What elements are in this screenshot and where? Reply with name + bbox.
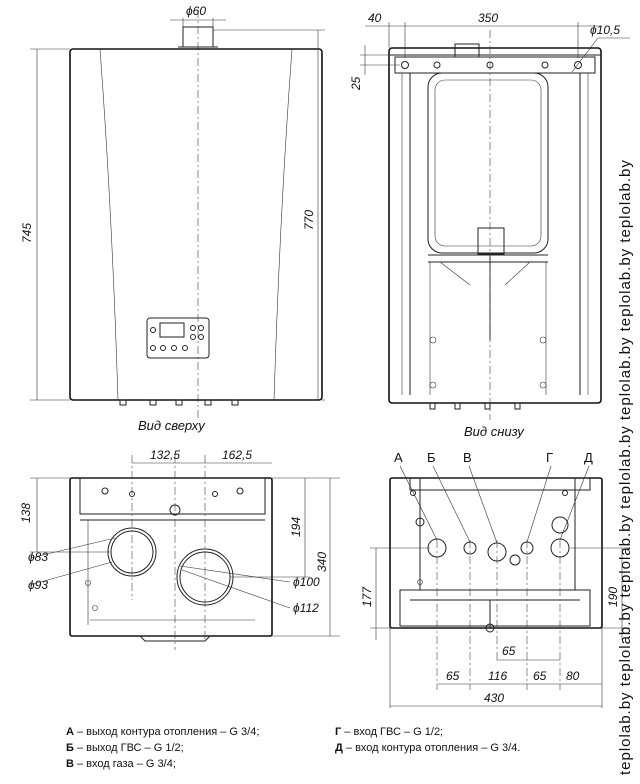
- boiler-body: [69, 48, 323, 401]
- dim-bot-190: 190: [606, 587, 620, 607]
- dim-top-162-5: 162,5: [222, 448, 252, 462]
- dim-bot-430: 430: [484, 691, 504, 705]
- bottom-view-outline: [389, 477, 603, 629]
- control-panel: [146, 317, 210, 359]
- legend-item-v: В – вход газа – G 3/4;: [66, 758, 176, 770]
- dim-bot-80: 80: [566, 669, 580, 683]
- dim-rear-hole: ϕ10,5: [590, 23, 620, 37]
- dim-flue-diameter: ϕ60: [186, 4, 206, 18]
- dim-top-194: 194: [289, 517, 303, 537]
- top-view-plan: 132,5 162,5 138 ϕ83 ϕ93 194 340 ϕ100 ϕ11…: [19, 448, 340, 650]
- rear-frame: [388, 47, 602, 404]
- front-view: ϕ60 745 770 Вид сверху: [20, 4, 325, 433]
- rear-view: 40 350 ϕ10,5 25 Вид снизу: [349, 11, 630, 439]
- legend-item-a: А – выход контура отопления – G 3/4;: [66, 726, 260, 738]
- dim-bot-65-right: 65: [533, 669, 547, 683]
- conn-label-b: Б: [427, 450, 436, 465]
- facade-curve-left: [99, 48, 119, 401]
- legend-item-d: Д – вход контура отопления – G 3/4.: [335, 742, 521, 754]
- caption-bottom-view: Вид снизу: [464, 424, 525, 439]
- dim-top-d83: ϕ83: [28, 550, 48, 564]
- dim-top-d112: ϕ112: [293, 601, 319, 615]
- sensor-block: [477, 227, 505, 255]
- rear-flue-stub: [454, 43, 480, 58]
- legend-right: Г – вход ГВС – G 1/2; Д – вход контура о…: [335, 724, 520, 756]
- bottom-view-plan: А Б В Г Д 177 190 65 65 116 65 80: [360, 450, 630, 708]
- dim-top-d93: ϕ93: [28, 578, 48, 592]
- facade-curve-right: [273, 48, 293, 401]
- dim-rear-40: 40: [368, 11, 382, 25]
- mounting-bar: [394, 56, 596, 74]
- dim-height-745: 745: [20, 223, 34, 243]
- legend-item-b: Б – выход ГВС – G 1/2;: [66, 742, 184, 754]
- dim-bot-116: 116: [488, 669, 507, 683]
- conn-label-g: Г: [546, 450, 553, 465]
- dim-top-340: 340: [315, 552, 329, 572]
- dim-rear-25: 25: [349, 76, 363, 91]
- legend-item-g: Г – вход ГВС – G 1/2;: [335, 726, 444, 738]
- top-view-outline: [69, 477, 273, 637]
- dim-top-138: 138: [19, 503, 33, 523]
- watermark-vertical: teplolab.by teplolab.by teplolab.by tepl…: [617, 159, 634, 775]
- bottom-mounting-frame: [399, 589, 591, 627]
- dim-top-132-5: 132,5: [150, 448, 180, 462]
- display-screen: [159, 322, 185, 338]
- heat-exchanger: [427, 72, 549, 254]
- dim-rear-350: 350: [478, 11, 498, 25]
- conn-label-d: Д: [584, 450, 593, 465]
- dim-bot-177: 177: [360, 586, 374, 607]
- conn-label-a: А: [394, 450, 403, 465]
- dim-top-d100: ϕ100: [293, 575, 320, 589]
- dim-bot-65-left: 65: [446, 669, 460, 683]
- legend-left: А – выход контура отопления – G 3/4; Б –…: [66, 724, 259, 772]
- top-mounting-strip: [79, 477, 266, 515]
- dim-height-770: 770: [302, 210, 316, 230]
- dim-bot-65-top: 65: [502, 644, 516, 658]
- caption-top-view: Вид сверху: [138, 418, 206, 433]
- conn-label-v: В: [463, 450, 472, 465]
